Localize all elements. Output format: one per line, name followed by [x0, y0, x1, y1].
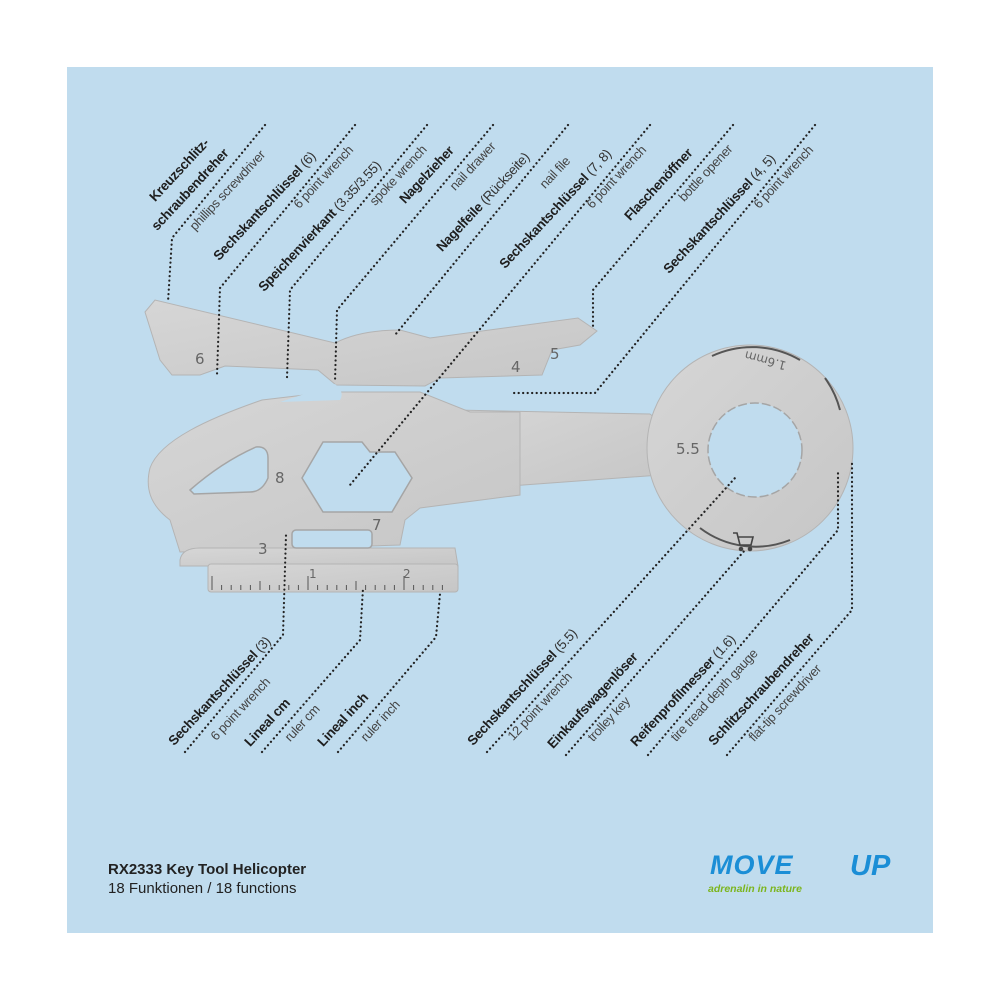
- logo-up: UP: [850, 850, 891, 882]
- leader-nail-drawer: [333, 123, 495, 384]
- skid: [179, 547, 459, 567]
- product-title: RX2333 Key Tool Helicopter: [108, 861, 307, 878]
- ruler: [207, 563, 459, 593]
- logo-move: MOVE: [710, 850, 794, 880]
- cockpit-window-hole: [188, 446, 269, 495]
- marking-7: 7: [372, 516, 382, 534]
- ruler-label-2: 2: [403, 567, 411, 581]
- leader-tread-gauge: [646, 468, 840, 757]
- leader-ruler-inch: [336, 592, 442, 754]
- gauge-arc-bottom: [699, 527, 791, 548]
- leader-trolley: [564, 548, 747, 757]
- marking-3: 3: [258, 540, 268, 558]
- blade-notch-hole: [280, 384, 342, 402]
- leader-flat-screwdriver: [725, 458, 854, 757]
- leader-wrench-3: [183, 533, 288, 754]
- marking-8: 8: [275, 469, 285, 487]
- leader-wrench-7-8: [348, 123, 652, 487]
- leader-phillips: [166, 123, 267, 304]
- gear-hole: [707, 402, 803, 498]
- marking-6: 6: [195, 350, 205, 368]
- moveup-logo: MOVE UP adrenalin in nature: [700, 850, 900, 900]
- leader-lines: [166, 123, 854, 757]
- cart-icon: [733, 532, 755, 552]
- gauge-arc-top: [711, 346, 801, 361]
- gauge-arc-right: [824, 377, 841, 411]
- leader-wrench-5-5: [485, 476, 737, 754]
- ruler-label-1: 1: [309, 567, 317, 581]
- skid-gap-hole: [291, 529, 373, 549]
- product-subtitle: 18 Funktionen / 18 functions: [108, 880, 297, 897]
- leader-spoke: [285, 123, 429, 380]
- marking-4: 4: [511, 358, 521, 376]
- product-caption: RX2333 Key Tool Helicopter 18 Funktionen…: [108, 860, 306, 898]
- leader-nail-file: [393, 123, 570, 337]
- leader-wrench-4-5: [511, 123, 817, 395]
- marking-5: 5: [550, 345, 560, 363]
- ruler-ticks: [211, 576, 443, 590]
- leader-wrench-6: [215, 123, 357, 377]
- logo-tagline: adrenalin in nature: [708, 883, 802, 895]
- marking-5-5: 5.5: [676, 440, 700, 458]
- rotor-blade: [144, 299, 598, 387]
- tool-body: [144, 299, 854, 593]
- leader-ruler-cm: [260, 586, 365, 754]
- leader-bottle-opener: [591, 123, 735, 330]
